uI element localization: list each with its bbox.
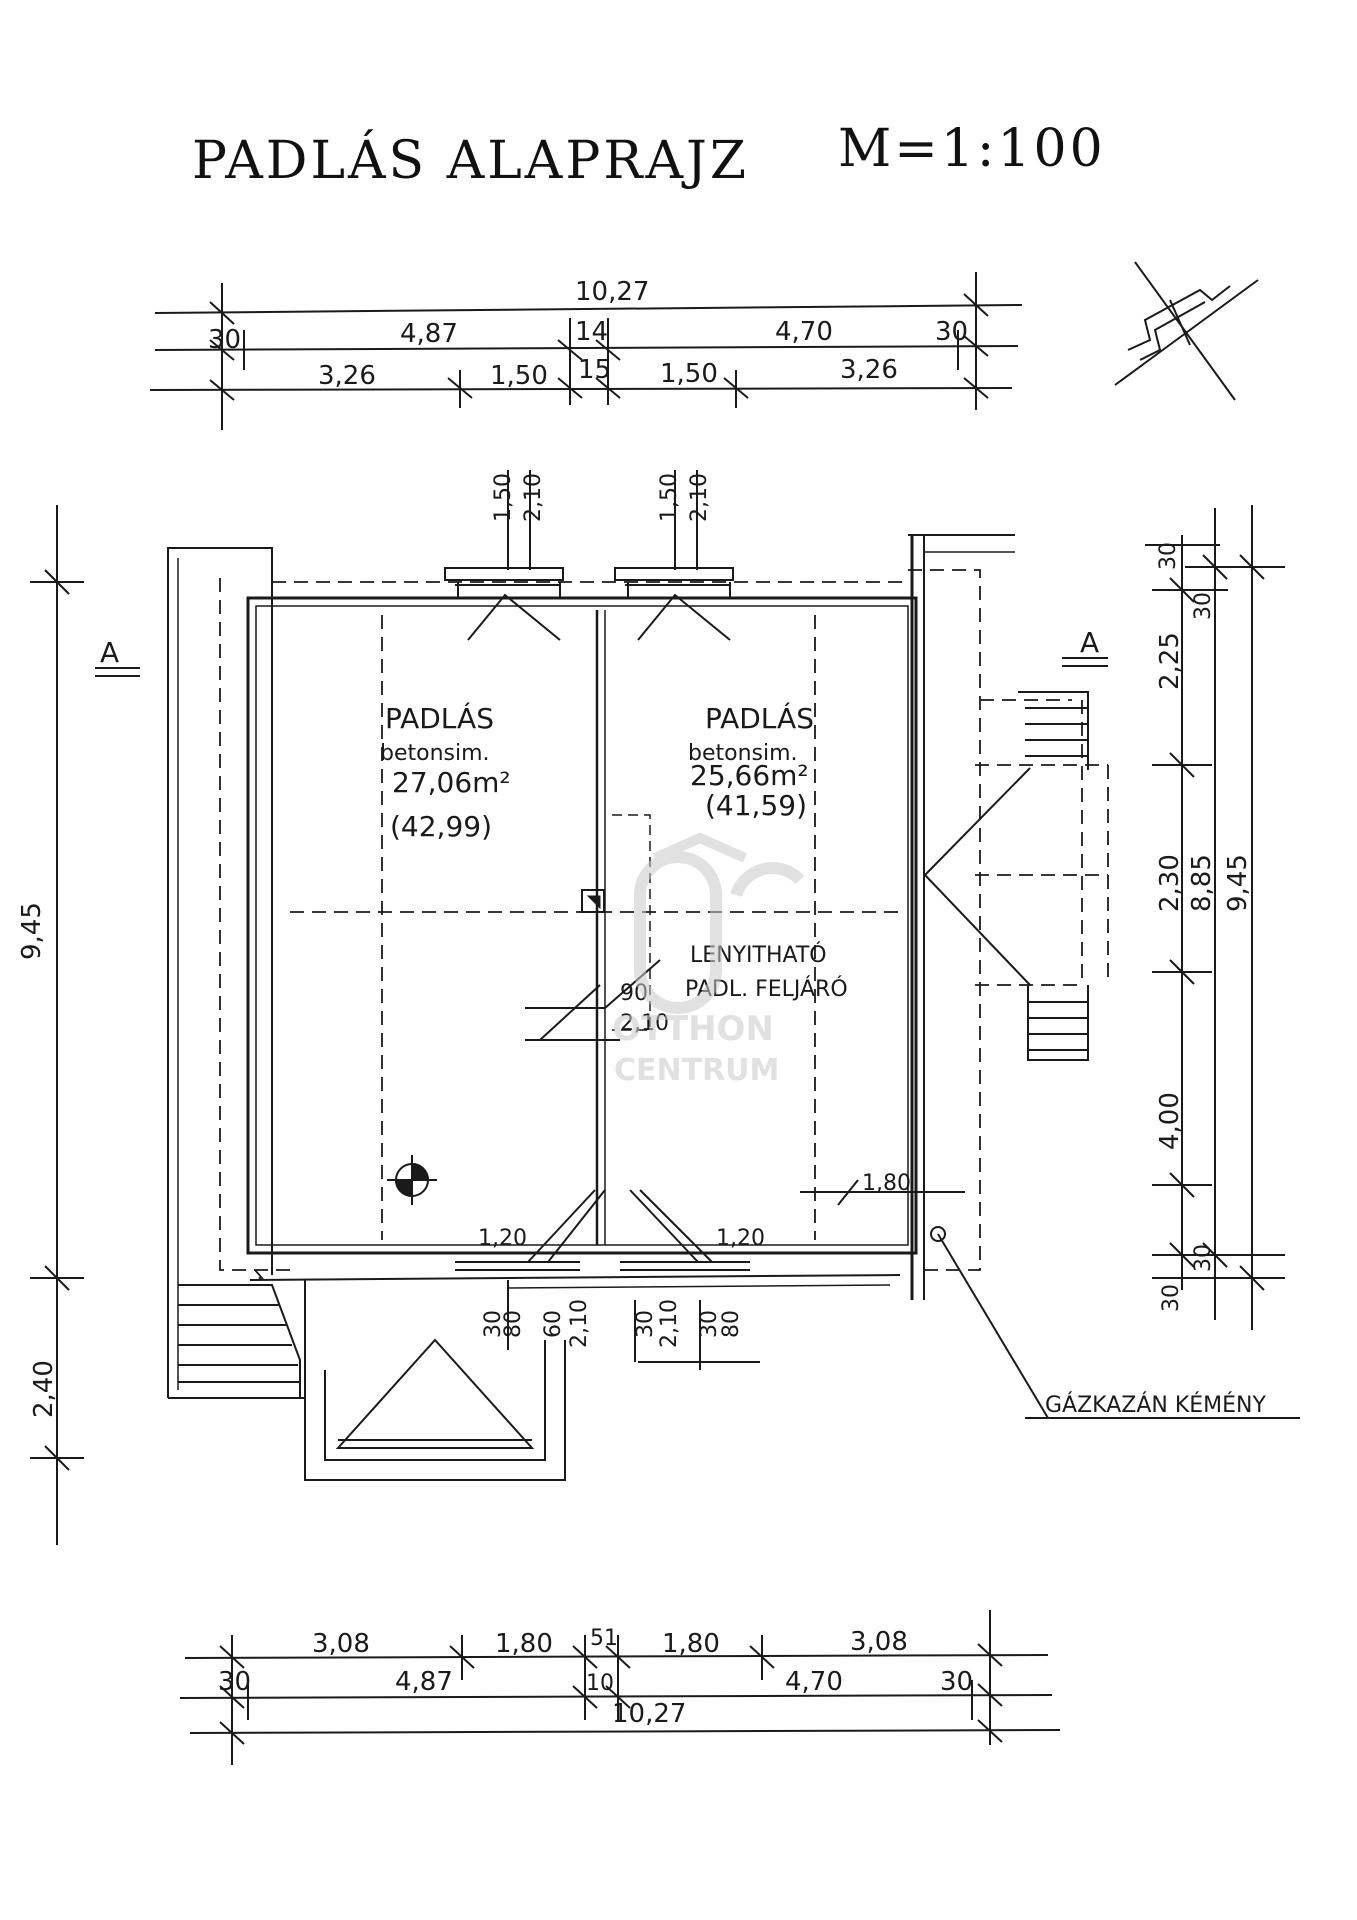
- svg-text:30: 30: [218, 1667, 251, 1697]
- svg-text:2,10: 2,10: [657, 1299, 682, 1348]
- svg-text:30: 30: [1191, 592, 1216, 620]
- otthon-centrum-watermark: OTTHON CENTRUM: [612, 838, 800, 1088]
- svg-text:4,87: 4,87: [395, 1667, 453, 1697]
- svg-text:PADLÁS: PADLÁS: [705, 701, 814, 735]
- svg-text:4,87: 4,87: [400, 319, 458, 349]
- svg-text:30: 30: [1191, 1244, 1216, 1272]
- svg-text:OTTHON: OTTHON: [612, 1009, 774, 1049]
- svg-text:(41,59): (41,59): [705, 789, 807, 822]
- svg-text:30: 30: [697, 1310, 722, 1338]
- svg-text:2,30: 2,30: [1155, 854, 1185, 912]
- svg-text:1,50: 1,50: [657, 473, 682, 522]
- left-stair: [178, 1285, 300, 1398]
- svg-text:8,85: 8,85: [1187, 854, 1217, 912]
- right-dimension-chains: [1145, 505, 1285, 1330]
- svg-text:80: 80: [719, 1310, 744, 1338]
- svg-text:15: 15: [578, 355, 611, 385]
- right-dimension-labels: 30 30 2,25 2,30 8,85 9,45 4,00 30 30: [1155, 542, 1253, 1312]
- opening-labels-bottom: 1,20 1,20 30 80 60 2,10 30 2,10 30 80: [478, 1226, 765, 1348]
- floor-symbol: [387, 1155, 437, 1205]
- svg-text:4,70: 4,70: [775, 317, 833, 347]
- room-right: PADLÁS betonsim. 25,66m² (41,59): [688, 701, 814, 822]
- svg-text:CENTRUM: CENTRUM: [614, 1053, 779, 1088]
- bottom-dimension-chain: [180, 1610, 1060, 1765]
- svg-text:60: 60: [541, 1310, 566, 1338]
- svg-text:30: 30: [481, 1310, 506, 1338]
- svg-text:2,10: 2,10: [567, 1299, 592, 1348]
- door-dimension: [800, 1180, 965, 1205]
- door-dim-label: 1,80: [862, 1171, 911, 1196]
- section-label-right: A: [1080, 626, 1099, 659]
- svg-text:1,50: 1,50: [491, 473, 516, 522]
- left-dimension-line: [30, 505, 84, 1545]
- north-arrow-symbol: [1115, 262, 1258, 400]
- chimney-leader: [931, 1227, 1300, 1418]
- svg-text:betonsim.: betonsim.: [380, 741, 490, 766]
- plan-title: PADLÁS ALAPRAJZ: [192, 129, 749, 191]
- svg-text:10,27: 10,27: [575, 277, 649, 307]
- svg-text:30: 30: [940, 1667, 973, 1697]
- top-windows: [445, 470, 733, 640]
- svg-text:27,06m²: 27,06m²: [392, 766, 511, 799]
- svg-text:30: 30: [935, 317, 968, 347]
- svg-text:PADLÁS: PADLÁS: [385, 701, 494, 735]
- svg-text:51: 51: [590, 1626, 618, 1651]
- building-outline: [168, 535, 1015, 1398]
- section-mark-left: [95, 668, 140, 676]
- chimney-label: GÁZKAZÁN KÉMÉNY: [1045, 1392, 1266, 1418]
- top-dimension-chain: [150, 272, 1022, 430]
- right-stair: [925, 692, 1088, 1060]
- svg-text:9,45: 9,45: [1223, 854, 1253, 912]
- svg-text:2,25: 2,25: [1155, 632, 1185, 690]
- svg-text:3,08: 3,08: [850, 1627, 908, 1657]
- section-mark-right: [1062, 658, 1108, 666]
- svg-text:3,26: 3,26: [840, 355, 898, 385]
- svg-text:2,10: 2,10: [687, 473, 712, 522]
- hatch-leader: [525, 960, 660, 1040]
- svg-text:1,80: 1,80: [662, 1629, 720, 1659]
- svg-text:2,10: 2,10: [521, 473, 546, 522]
- bottom-dimension-labels: 3,08 1,80 51 1,80 3,08 30 4,87 10 4,70 3…: [218, 1626, 973, 1729]
- svg-text:80: 80: [501, 1310, 526, 1338]
- top-dimension-labels: 10,27 30 4,87 14 4,70 30 3,26 1,50 15 1,…: [208, 277, 968, 391]
- plan-scale: M=1:100: [838, 119, 1106, 179]
- section-label-left: A: [100, 636, 119, 669]
- svg-text:1,80: 1,80: [495, 1629, 553, 1659]
- svg-text:3,26: 3,26: [318, 361, 376, 391]
- svg-text:10,27: 10,27: [612, 1699, 686, 1729]
- svg-text:30: 30: [633, 1310, 658, 1338]
- central-partition: [582, 610, 650, 1245]
- svg-text:25,66m²: 25,66m²: [690, 759, 809, 792]
- svg-text:10: 10: [586, 1671, 614, 1696]
- left-dim-lower: 2,40: [29, 1360, 59, 1418]
- entrance-porch: [305, 1190, 760, 1480]
- svg-text:30: 30: [1156, 542, 1181, 570]
- top-window-labels: 1,50 2,10 1,50 2,10: [491, 473, 712, 522]
- svg-text:14: 14: [575, 317, 608, 347]
- svg-text:(42,99): (42,99): [390, 810, 492, 843]
- svg-text:1,50: 1,50: [660, 359, 718, 389]
- svg-text:1,20: 1,20: [478, 1226, 527, 1251]
- room-left: PADLÁS betonsim. 27,06m² (42,99): [380, 701, 511, 843]
- svg-text:30: 30: [208, 325, 241, 355]
- svg-text:betonsim.: betonsim.: [688, 741, 798, 766]
- svg-text:4,00: 4,00: [1155, 1092, 1185, 1150]
- roof-eaves-outline: [220, 570, 1108, 1278]
- svg-text:1,20: 1,20: [716, 1226, 765, 1251]
- svg-text:1,50: 1,50: [490, 361, 548, 391]
- hatch-height: 2,10: [620, 1011, 669, 1036]
- svg-text:30: 30: [1159, 1284, 1184, 1312]
- left-dim-total: 9,45: [17, 902, 47, 960]
- svg-text:4,70: 4,70: [785, 1667, 843, 1697]
- svg-text:3,08: 3,08: [312, 1629, 370, 1659]
